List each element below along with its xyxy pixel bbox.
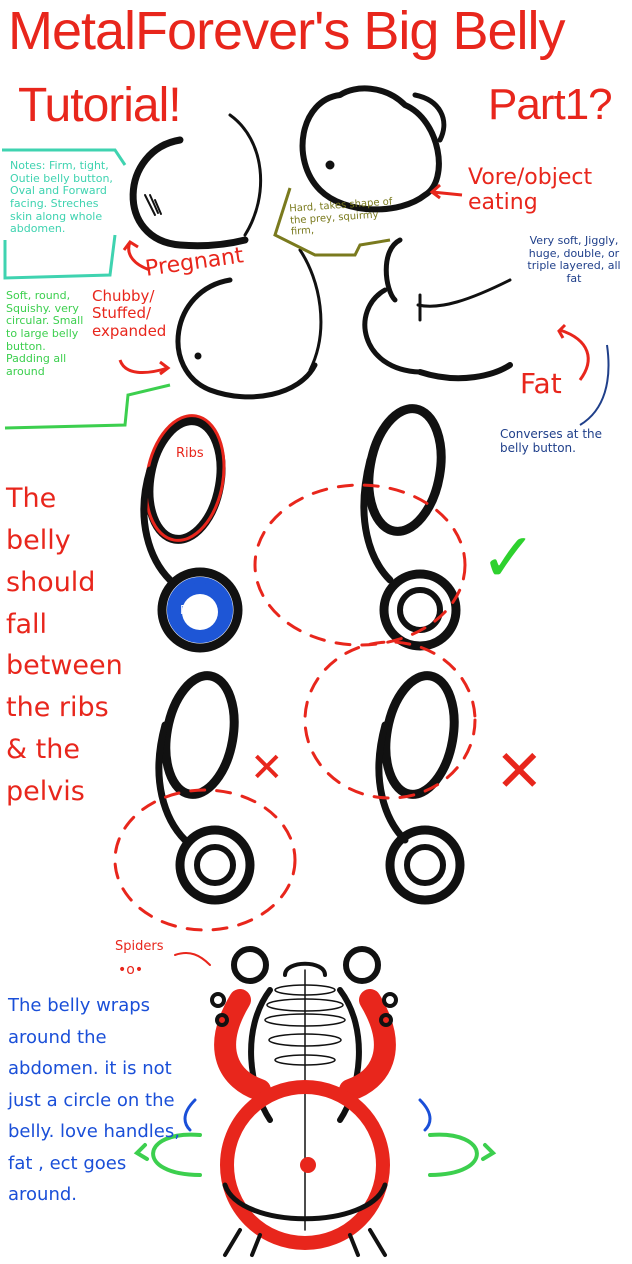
fat-notes-line [579, 344, 610, 426]
spiders-label: Spiders [115, 939, 164, 954]
chubby-notes-box [4, 383, 171, 430]
vore-notes-box [273, 187, 391, 257]
title-line-2: Tutorial! [18, 79, 182, 132]
fat-label: Fat [520, 367, 562, 400]
pregnant-arrow [122, 239, 151, 272]
wrong-mark-low: ✕ [250, 745, 284, 791]
correct-check-mark: ✓ [480, 519, 537, 598]
ribs-label: Ribs [176, 446, 204, 461]
fat-arrow [557, 323, 590, 381]
chubby-belly-sketch [175, 248, 323, 400]
skeleton-figure-reference [140, 414, 243, 653]
vore-belly-sketch [299, 85, 447, 213]
wrap-explanation: The belly wraps around the abdomen. it i… [8, 995, 180, 1205]
pregnant-notes-box [2, 148, 127, 280]
part-label: Part1? [488, 80, 613, 129]
skeleton-figure-too-low [113, 671, 297, 932]
fat-belly-sketch [362, 237, 513, 382]
title-line-1: MetalForever's Big Belly [8, 1, 565, 61]
spider-glyph: •o• [118, 962, 144, 978]
fat-notes: Very soft, Jiggly, huge, double, or trip… [527, 234, 621, 285]
wrong-mark-high: ✕ [495, 737, 544, 805]
spider-abdomen-figure [133, 946, 497, 1257]
vore-arrow [429, 183, 463, 200]
fat-extra-note: Converses at the belly button. [500, 427, 603, 455]
skeleton-figure-too-high [303, 640, 477, 905]
pelvis-label: Pelvis [180, 603, 215, 617]
chubby-arrow [118, 359, 171, 376]
skeleton-figure-correct [253, 404, 467, 651]
pregnant-notes: Notes: Firm, tight, Outie belly button, … [10, 159, 113, 236]
chubby-label: Chubby/ Stuffed/ expanded [92, 287, 167, 340]
vore-notes: Hard, takes shape of the prey, squirmy f… [288, 196, 393, 238]
pregnant-belly-sketch [129, 113, 263, 250]
placement-rule: The belly should fall between the ribs &… [6, 483, 123, 807]
vore-label: Vore/object eating [468, 165, 593, 216]
chubby-notes: Soft, round, Squishy. very circular. Sma… [6, 289, 84, 378]
